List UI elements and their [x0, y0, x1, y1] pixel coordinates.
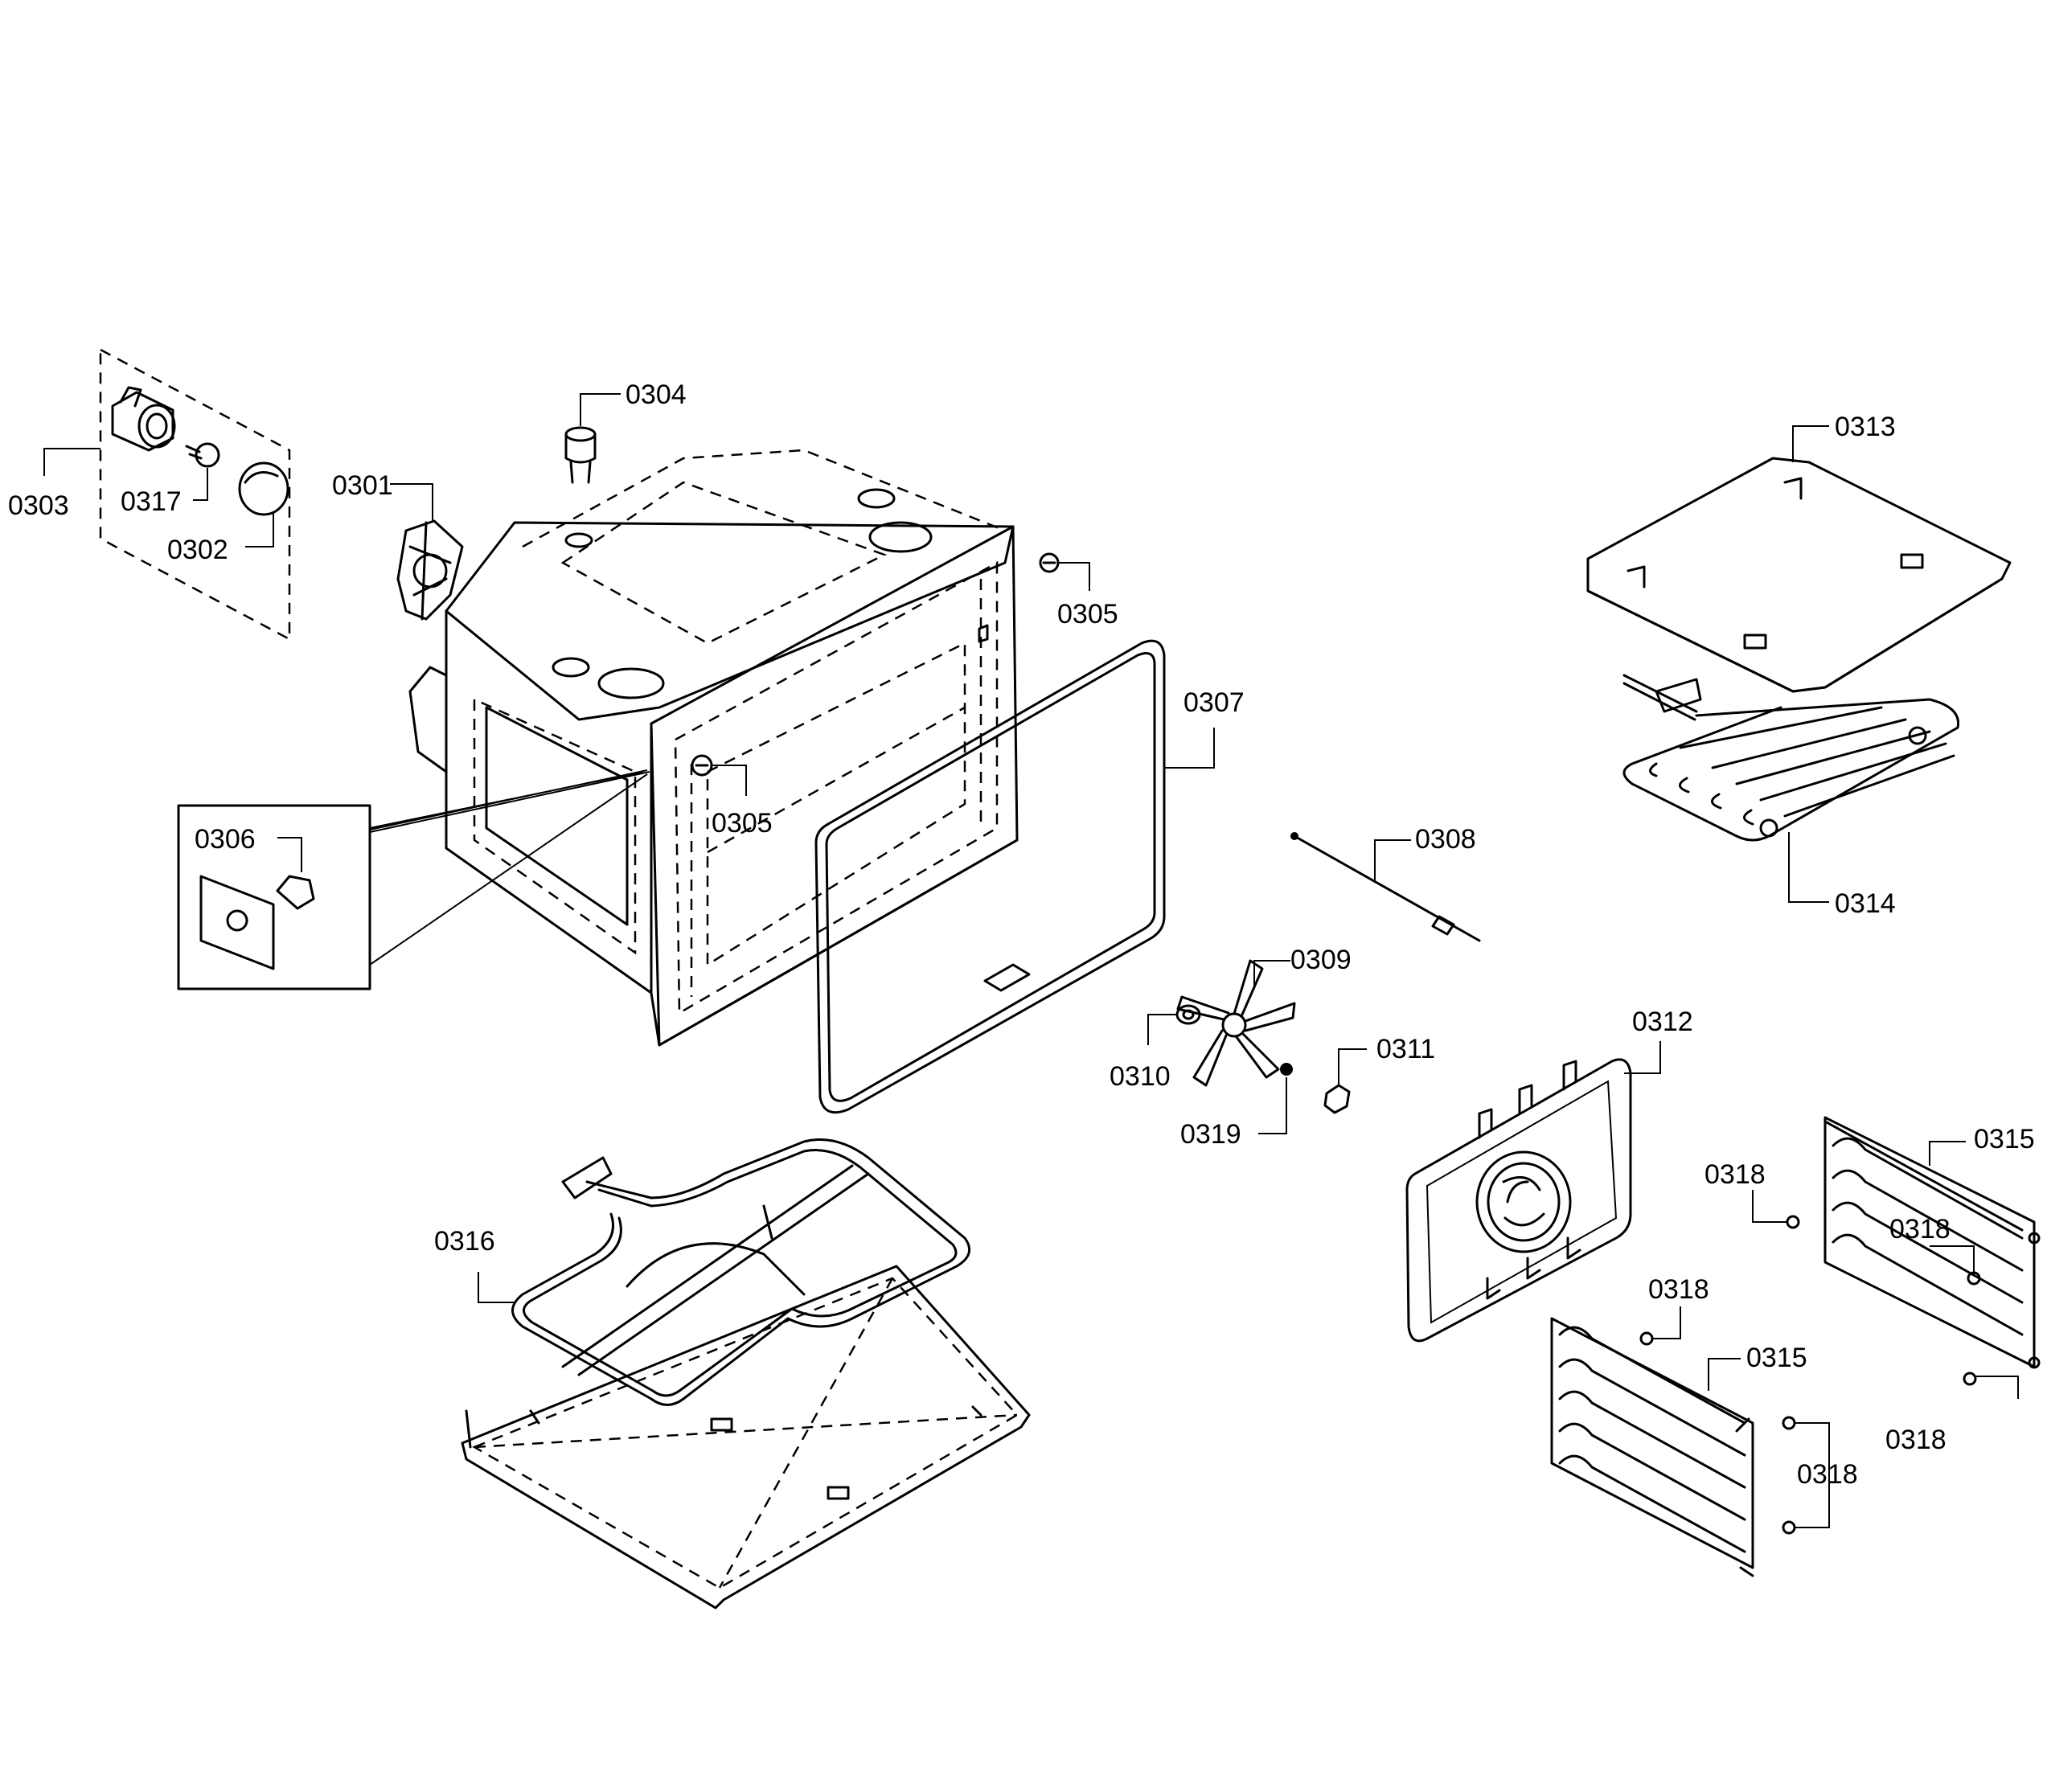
label-0318-d: 0318	[1885, 1425, 1946, 1455]
label-0302: 0302	[167, 535, 228, 565]
label-0316: 0316	[434, 1226, 495, 1257]
door-gasket	[814, 639, 1215, 1114]
label-0318-b: 0318	[1889, 1214, 1951, 1245]
label-0310: 0310	[1110, 1061, 1171, 1092]
cavity-screw-right	[1039, 552, 1090, 591]
label-0307: 0307	[1183, 687, 1245, 718]
fan-blade	[1176, 959, 1296, 1087]
label-0318-e: 0318	[1797, 1459, 1858, 1490]
lamp-assembly	[43, 347, 291, 642]
label-0315-upper: 0315	[1974, 1124, 2035, 1154]
label-0301: 0301	[332, 470, 393, 501]
side-rack-left	[1550, 1317, 1754, 1577]
label-0313: 0313	[1835, 412, 1896, 442]
fan-motor	[390, 483, 464, 621]
cavity-sensor	[564, 393, 621, 484]
label-0305-front: 0305	[712, 808, 773, 839]
clip	[1323, 1048, 1367, 1114]
rack-screws	[1639, 1190, 2019, 1535]
label-0305-right: 0305	[1057, 599, 1118, 629]
label-0319: 0319	[1180, 1119, 1241, 1150]
label-0314: 0314	[1835, 888, 1896, 919]
lamp-cover	[238, 461, 289, 516]
label-0312: 0312	[1632, 1007, 1693, 1037]
detail-callout-box	[177, 769, 650, 990]
part-labels: 0301 0302 0303 0304 0305 0305 0306 0307 …	[8, 379, 2035, 1490]
fan-washer	[1147, 1004, 1201, 1045]
label-0318-c: 0318	[1648, 1274, 1709, 1305]
cavity-screw-front	[691, 754, 747, 796]
label-0308: 0308	[1415, 824, 1476, 855]
fan-nut	[1258, 1063, 1293, 1134]
lamp-bulb	[185, 442, 220, 468]
side-rack-right	[1823, 1116, 2041, 1369]
temperature-sensor-rod	[1290, 832, 1481, 942]
bottom-panel	[461, 1265, 1031, 1610]
bottom-element	[478, 1138, 971, 1406]
lamp-socket	[111, 386, 176, 452]
rear-fan-cover	[1405, 1041, 1661, 1343]
label-0311: 0311	[1376, 1034, 1435, 1064]
top-element-plate	[1586, 425, 2012, 693]
oven-cavity	[408, 449, 1019, 1047]
label-0306: 0306	[195, 824, 256, 855]
label-0317: 0317	[121, 486, 182, 517]
label-0315-lower: 0315	[1746, 1343, 1807, 1373]
label-0303: 0303	[8, 490, 69, 521]
label-0309: 0309	[1290, 945, 1352, 975]
label-0318-a: 0318	[1704, 1159, 1766, 1190]
grill-element	[1622, 674, 1960, 903]
label-0304: 0304	[626, 379, 687, 410]
